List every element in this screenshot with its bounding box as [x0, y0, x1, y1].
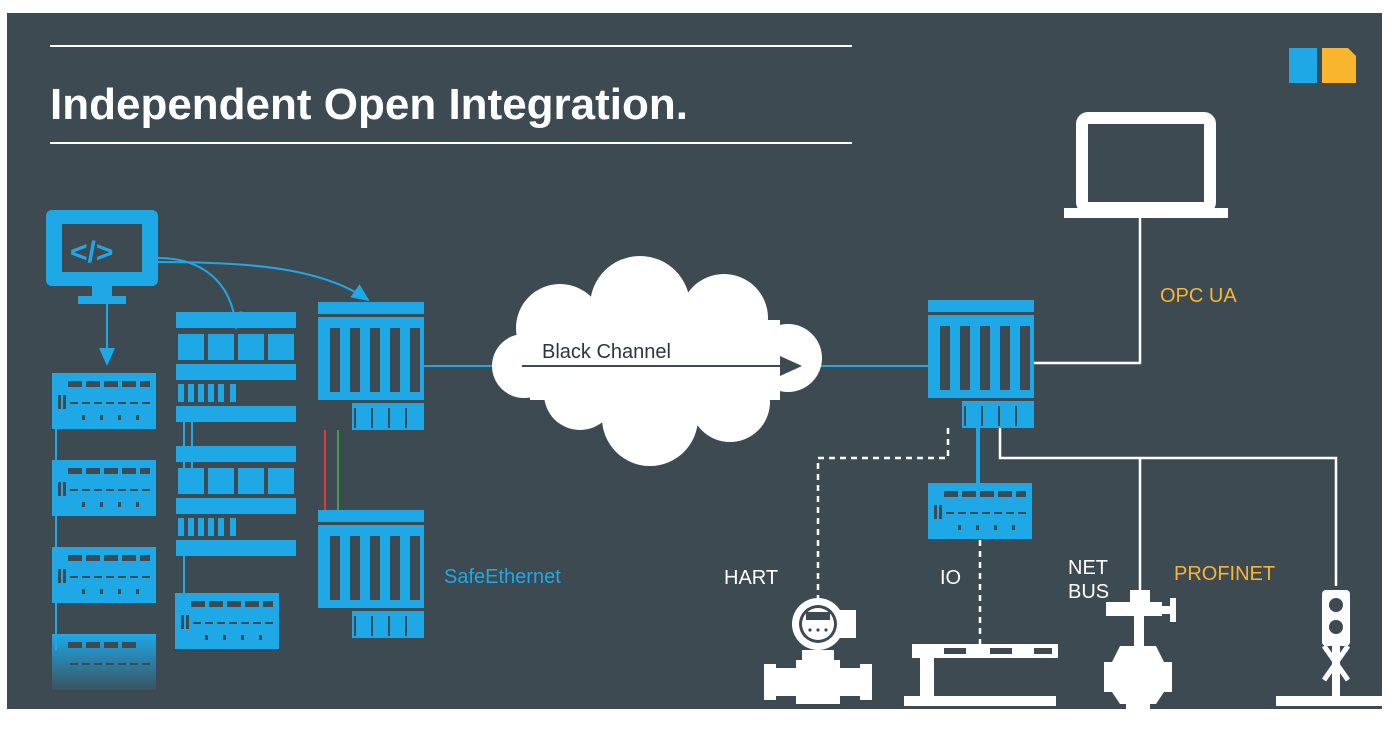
net-label: NET [1068, 557, 1108, 579]
io-label: IO [940, 567, 961, 589]
valve-icon [1104, 590, 1176, 714]
profinet-link [998, 428, 1338, 586]
controller-rack-secondary [318, 510, 424, 638]
svg-text:</>: </> [70, 236, 113, 269]
safe-ethernet-label: SafeEthernet [444, 566, 561, 588]
io-module [174, 592, 280, 650]
transmitter-icon [764, 598, 872, 704]
conveyor-icon [904, 644, 1058, 706]
controller-rack-remote [928, 300, 1034, 428]
io-module-remote [927, 482, 1033, 540]
rack-block [176, 446, 296, 556]
bus-label: BUS [1068, 581, 1109, 603]
rack-block [176, 312, 296, 422]
opc-ua-label: OPC UA [1160, 285, 1237, 307]
black-channel-label: Black Channel [542, 341, 671, 363]
cloud-icon [492, 256, 822, 466]
io-module [51, 372, 157, 430]
profinet-label: PROFINET [1174, 563, 1275, 585]
hart-link [816, 428, 950, 606]
arrow-to-controller [157, 261, 370, 302]
controller-rack-primary [318, 302, 424, 430]
logo-icon [1289, 48, 1356, 83]
io-module-faded [52, 634, 156, 690]
io-module [51, 459, 157, 517]
opc-ua-link [1034, 218, 1142, 365]
code-monitor-icon: </> [46, 210, 158, 304]
hart-label: HART [724, 567, 778, 589]
page-title: Independent Open Integration. [50, 80, 688, 129]
laptop-icon [1064, 112, 1228, 218]
signal-light-icon [1276, 590, 1384, 706]
io-module [51, 546, 157, 604]
